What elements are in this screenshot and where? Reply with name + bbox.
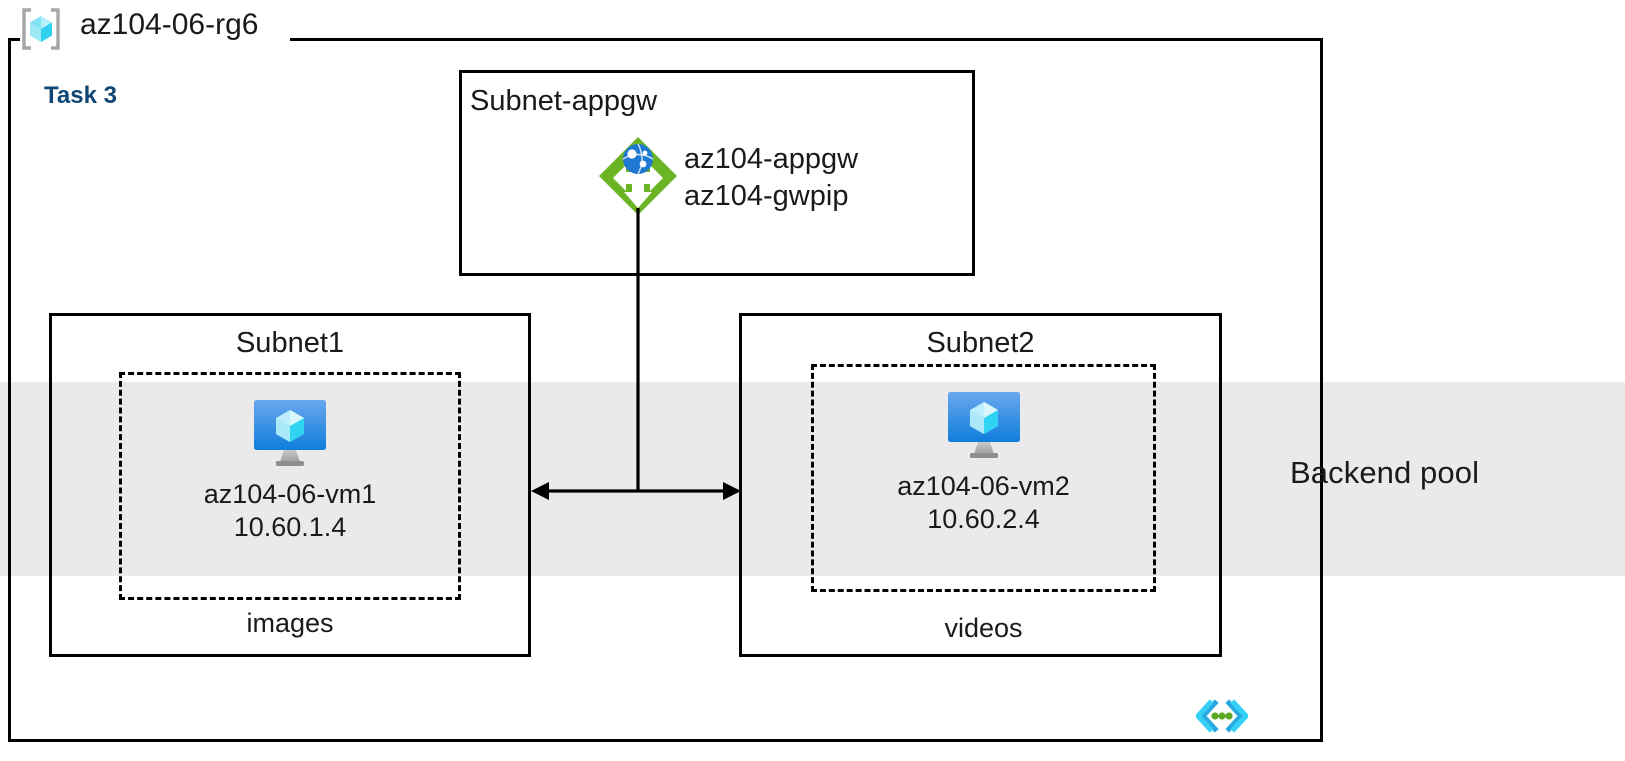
subnet2-storage-label: videos <box>944 613 1023 643</box>
subnet1-storage-label: images <box>246 608 334 638</box>
resource-group-boundary <box>8 38 1323 742</box>
virtual-machine-icon <box>942 390 1026 462</box>
vm2-stack: az104-06-vm2 10.60.2.4 <box>811 390 1156 536</box>
vm1-stack: az104-06-vm1 10.60.1.4 <box>119 398 461 544</box>
appgw-resource-labels: az104-appgw az104-gwpip <box>684 141 858 214</box>
vm1-ip: 10.60.1.4 <box>233 511 347 542</box>
vm2-name: az104-06-vm2 <box>897 471 1070 501</box>
appgw-public-ip-name: az104-gwpip <box>684 179 849 212</box>
backend-pool-label: Backend pool <box>1290 455 1480 490</box>
virtual-machine-icon <box>248 398 332 470</box>
resource-group-title-gap <box>20 26 290 52</box>
subnet-appgw-box <box>459 70 975 276</box>
application-gateway-icon <box>596 134 680 218</box>
subnet2-title: Subnet2 <box>926 327 1035 359</box>
resource-group-title: az104-06-rg6 <box>80 8 259 41</box>
subnet-appgw-title: Subnet-appgw <box>470 85 658 117</box>
subnet2-vm-group <box>811 364 1156 592</box>
subnet1-box <box>49 313 531 657</box>
task-label: Task 3 <box>44 82 117 109</box>
vm1-name: az104-06-vm1 <box>203 479 377 509</box>
appgw-resource-name: az104-appgw <box>684 143 859 175</box>
resource-group-icon <box>18 6 64 52</box>
vm2-ip: 10.60.2.4 <box>927 503 1040 534</box>
subnet1-vm-group <box>119 372 461 600</box>
virtual-network-icon <box>1194 694 1250 738</box>
subnet1-title: Subnet1 <box>235 327 345 359</box>
